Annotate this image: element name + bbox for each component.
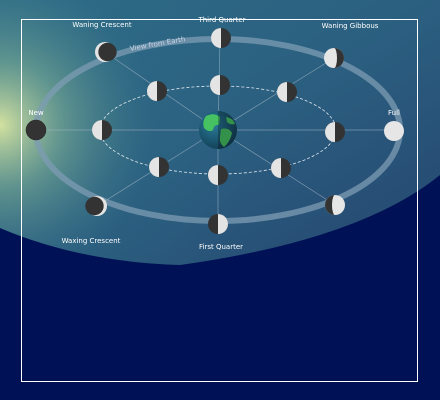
inner-moon-bottom: [208, 165, 228, 185]
moon-waxing-gibbous: [325, 195, 345, 215]
moon-new: [25, 119, 47, 141]
label-waxing-crescent: Waxing Crescent: [62, 237, 121, 245]
inner-moon-lower-left: [149, 157, 169, 177]
moon-waning-gibbous: [324, 48, 344, 68]
moon-third-quarter: [211, 28, 231, 48]
label-full: Full: [388, 109, 400, 117]
label-new: New: [28, 109, 44, 117]
diagram-frame: [21, 19, 418, 382]
moon-full: [384, 121, 404, 141]
moon-waning-crescent: [95, 42, 117, 62]
label-first-quarter: First Quarter: [199, 243, 243, 251]
inner-moon-upper-right: [277, 82, 297, 102]
label-waning-gibbous: Waning Gibbous: [322, 22, 379, 30]
moon-waxing-crescent: [85, 196, 107, 216]
moon-first-quarter: [208, 214, 228, 234]
inner-moon-upper-left: [147, 81, 167, 101]
inner-moon-right: [325, 122, 345, 142]
inner-moon-top: [210, 75, 230, 95]
label-waning-crescent: Waning Crescent: [72, 21, 131, 29]
label-third-quarter: Third Quarter: [197, 16, 245, 24]
inner-moon-left: [92, 120, 112, 140]
earth: [199, 111, 237, 149]
inner-moon-lower-right: [271, 158, 291, 178]
